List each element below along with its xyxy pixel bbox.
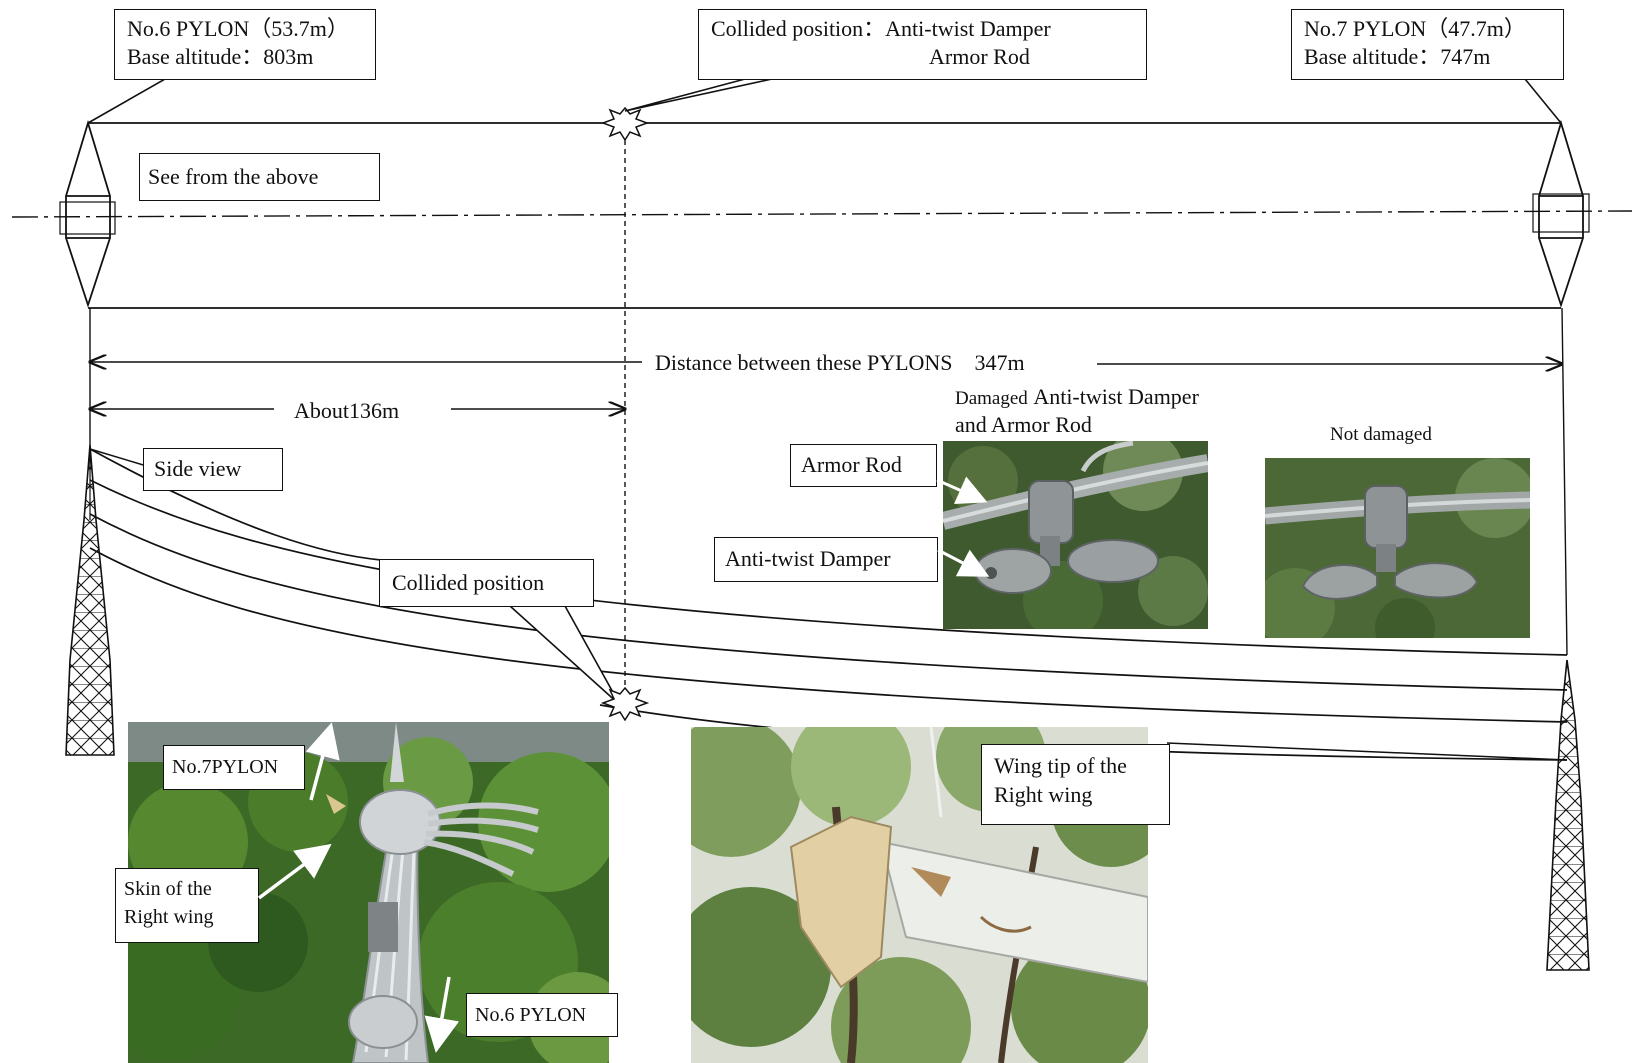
top-view-pylon-7 bbox=[1532, 119, 1590, 308]
collided-top-line2: Armor Rod bbox=[929, 44, 1030, 69]
pylon6-box-pointer bbox=[87, 78, 205, 124]
side-view-box: Side view bbox=[143, 448, 283, 491]
wing-tip-line1: Wing tip of the bbox=[994, 753, 1127, 778]
side-view-pylon-6 bbox=[65, 444, 115, 756]
no7-pylon-box: No.7PYLON bbox=[163, 745, 305, 790]
armor-rod-box: Armor Rod bbox=[790, 444, 937, 487]
collided-top-line1: Collided position：Anti-twist Damper bbox=[711, 16, 1051, 41]
side-view-wires bbox=[89, 448, 1568, 761]
no6-pylon-box: No.6 PYLON bbox=[466, 993, 618, 1037]
collided-position-side-box: Collided position bbox=[379, 559, 594, 607]
no6-pylon-label: No.6 PYLON bbox=[475, 1004, 587, 1026]
flight-path-line bbox=[11, 210, 1633, 218]
not-damaged-caption: Not damaged bbox=[1330, 424, 1432, 445]
damaged-caption: Damaged Anti-twist Damper and Armor Rod bbox=[955, 384, 1199, 438]
top-view-pylon-6 bbox=[59, 119, 116, 308]
pylon7-altitude: Base altitude：747m bbox=[1304, 44, 1491, 69]
anti-twist-damper-label: Anti-twist Damper bbox=[725, 546, 891, 571]
damaged-caption-small: Damaged bbox=[955, 388, 1028, 409]
pylon7-info-box: No.7 PYLON（47.7m） Base altitude：747m bbox=[1291, 9, 1564, 80]
skin-line2: Right wing bbox=[124, 906, 214, 928]
pylon6-name: No.6 PYLON（53.7m） bbox=[127, 16, 349, 41]
view-above-label: See from the above bbox=[148, 164, 319, 189]
collided-side-pointer bbox=[509, 605, 621, 706]
pylon6-altitude: Base altitude：803m bbox=[127, 44, 314, 69]
side-view-pylon-7 bbox=[1546, 659, 1590, 971]
collision-mark-side bbox=[600, 686, 650, 722]
wing-tip-box: Wing tip of the Right wing bbox=[981, 744, 1170, 825]
armor-rod-label: Armor Rod bbox=[801, 452, 902, 477]
anti-twist-damper-box: Anti-twist Damper bbox=[714, 537, 938, 582]
pylon6-info-box: No.6 PYLON（53.7m） Base altitude：803m bbox=[114, 9, 376, 80]
collided-position-top-box: Collided position：Anti-twist Damper Armo… bbox=[698, 9, 1147, 80]
pylon7-box-pointer bbox=[1523, 78, 1562, 124]
skin-line1: Skin of the bbox=[124, 878, 212, 900]
view-above-box: See from the above bbox=[139, 153, 380, 201]
collision-mark-top bbox=[600, 106, 650, 142]
no7-pylon-label: No.7PYLON bbox=[172, 756, 279, 778]
collided-top-pointer bbox=[624, 78, 773, 112]
pylon7-name: No.7 PYLON（47.7m） bbox=[1304, 16, 1526, 41]
damaged-caption-line2: and Armor Rod bbox=[955, 412, 1092, 437]
skin-of-right-wing-box: Skin of the Right wing bbox=[115, 868, 259, 943]
partial-distance-label: About136m bbox=[294, 398, 400, 423]
distance-label: Distance between these PYLONS 347m bbox=[655, 350, 1025, 375]
damaged-caption-big: Anti-twist Damper bbox=[1033, 384, 1199, 409]
wing-tip-line2: Right wing bbox=[994, 782, 1093, 807]
undamaged-damper-photo bbox=[1265, 458, 1530, 638]
collided-side-label: Collided position bbox=[392, 570, 545, 595]
damaged-damper-photo bbox=[943, 441, 1208, 629]
side-view-label: Side view bbox=[154, 456, 242, 481]
